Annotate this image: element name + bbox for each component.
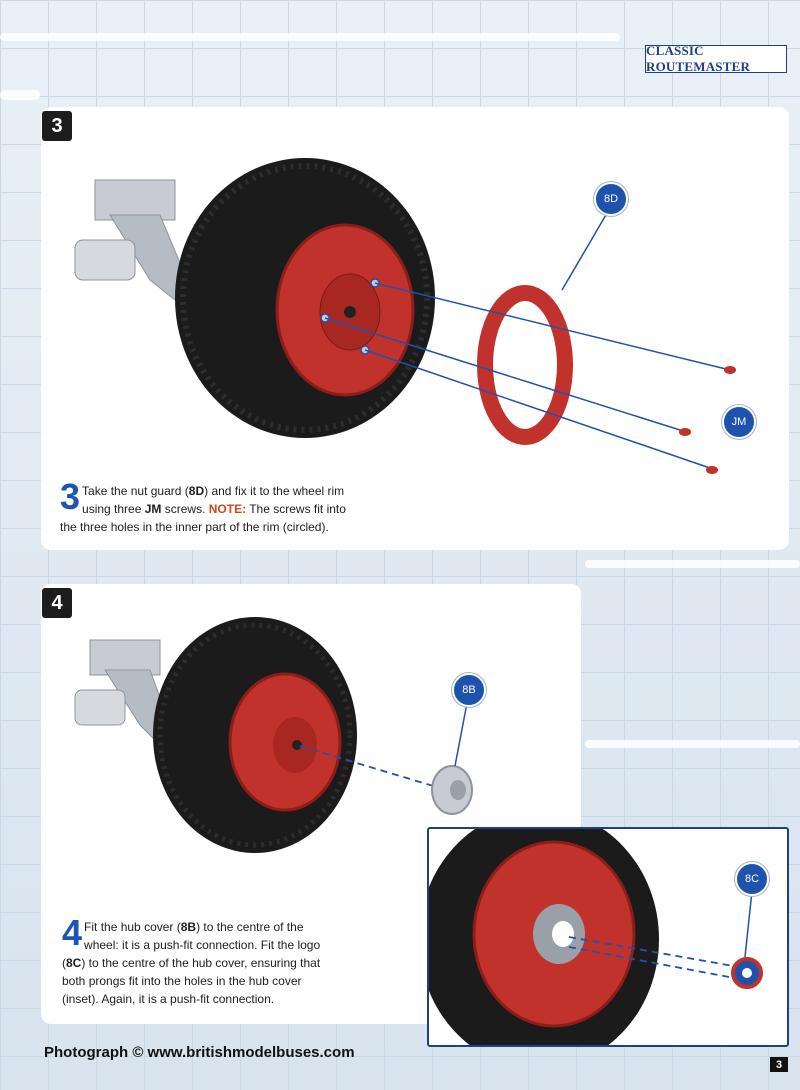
page-number: 3 [770,1057,788,1072]
inset-illustration [429,829,763,1045]
inset-detail [427,827,789,1047]
series-title: CLASSIC ROUTEMASTER [645,43,787,74]
assembly-line [324,317,681,431]
step-3-badge: 3 [42,111,72,141]
assembly-line [364,349,711,469]
callout-8b: 8B [452,673,486,707]
step-4-badge: 4 [42,588,72,618]
photo-credit: Photograph © www.britishmodelbuses.com [44,1044,355,1061]
jm-screws [679,366,736,474]
decorative-line [0,90,40,100]
callout-jm: JM [722,405,756,439]
callout-8d: 8D [594,182,628,216]
step-3-illustration [74,158,736,474]
decorative-line [0,33,620,41]
nut-guard-8d [477,285,573,445]
decorative-line [585,560,800,568]
callout-8c: 8C [735,862,769,896]
assembly-line [374,282,731,371]
hub-cover-8b [431,765,473,815]
step-3-lead-digit: 3 [60,476,81,517]
decorative-line [585,740,800,748]
assembly-line [299,745,441,789]
step-4-lead-digit: 4 [62,912,83,953]
